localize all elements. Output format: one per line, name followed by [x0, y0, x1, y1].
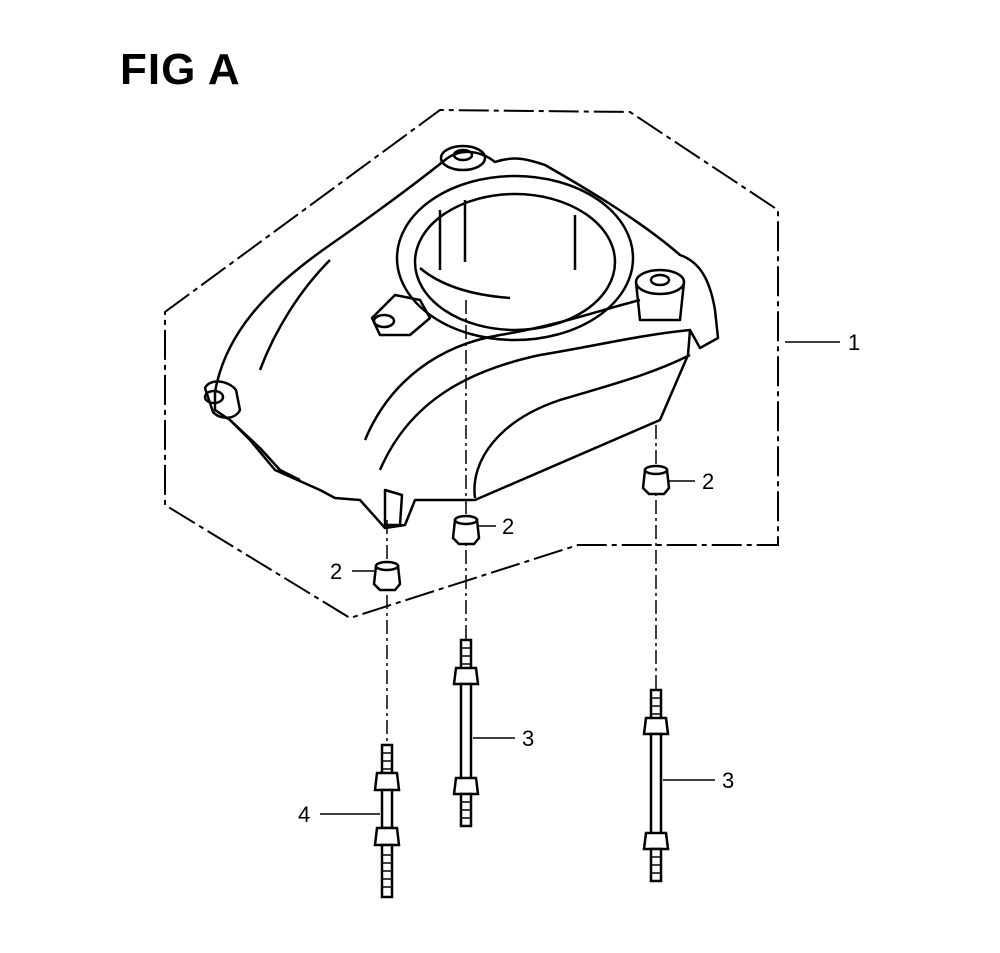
figure-title: FIG A — [120, 45, 241, 94]
callout-2-right: 2 — [702, 469, 714, 494]
callout-2-center: 2 — [502, 514, 514, 539]
callout-3-center: 3 — [522, 726, 534, 751]
assembly-boundary — [164, 108, 779, 620]
callout-2-left: 2 — [330, 559, 342, 584]
stud-bolt-long — [373, 743, 401, 899]
callouts: 1 2 2 2 3 3 4 — [298, 330, 860, 827]
stud-bolt — [452, 638, 480, 828]
nut — [372, 560, 402, 592]
callout-4: 4 — [298, 802, 310, 827]
nut — [451, 514, 481, 546]
callout-1: 1 — [848, 330, 860, 355]
center-lines — [386, 300, 657, 745]
callout-3-right: 3 — [722, 768, 734, 793]
nut — [641, 464, 671, 496]
stud-bolt — [642, 688, 670, 883]
fan-cover — [203, 144, 720, 530]
